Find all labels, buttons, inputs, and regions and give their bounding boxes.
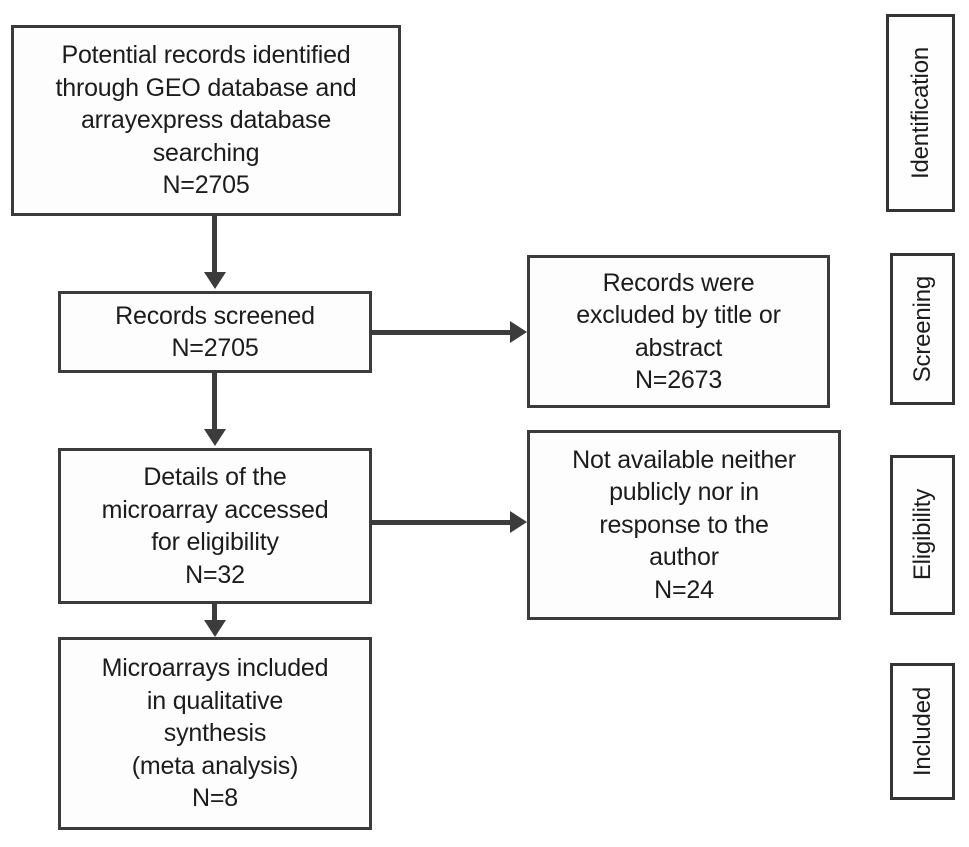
stage-label-identification: Identification bbox=[886, 14, 955, 212]
connector-screened-to-eligible-line bbox=[212, 373, 217, 431]
arrow-down-icon-screened-to-eligible bbox=[204, 429, 226, 446]
stage-label-eligibility: Eligibility bbox=[890, 455, 955, 615]
node-microarrays-included-text: Microarrays included in qualitative synt… bbox=[101, 654, 329, 813]
connector-screened-to-excluded-line bbox=[372, 330, 512, 335]
arrow-right-icon-eligible-to-unavailable bbox=[510, 511, 527, 533]
stage-label-screening: Screening bbox=[890, 253, 955, 405]
connector-identified-to-screened-line bbox=[212, 216, 217, 274]
node-records-screened-text: Records screened N=2705 bbox=[115, 301, 315, 363]
stage-label-eligibility-text: Eligibility bbox=[908, 489, 936, 581]
node-details-eligibility[interactable]: Details of the microarray accessed for e… bbox=[58, 448, 372, 604]
stage-label-screening-text: Screening bbox=[908, 275, 936, 383]
stage-label-included: Included bbox=[890, 663, 955, 800]
arrow-right-icon-screened-to-excluded bbox=[510, 321, 527, 343]
node-records-identified-text: Potential records identified through GEO… bbox=[55, 41, 357, 200]
stage-label-included-text: Included bbox=[908, 686, 936, 777]
node-records-identified[interactable]: Potential records identified through GEO… bbox=[11, 25, 401, 216]
node-records-screened[interactable]: Records screened N=2705 bbox=[58, 291, 372, 373]
node-records-excluded[interactable]: Records were excluded by title or abstra… bbox=[527, 255, 830, 408]
node-not-available[interactable]: Not available neither publicly nor in re… bbox=[527, 430, 841, 620]
arrow-down-icon-identified-to-screened bbox=[204, 272, 226, 289]
node-microarrays-included[interactable]: Microarrays included in qualitative synt… bbox=[58, 637, 372, 830]
arrow-down-icon-eligible-to-included bbox=[204, 620, 226, 637]
node-details-eligibility-text: Details of the microarray accessed for e… bbox=[101, 463, 329, 589]
node-not-available-text: Not available neither publicly nor in re… bbox=[572, 445, 796, 604]
connector-eligible-to-included-line bbox=[212, 604, 217, 622]
stage-label-identification-text: Identification bbox=[906, 47, 934, 179]
connector-eligible-to-unavailable-line bbox=[372, 520, 512, 525]
node-records-excluded-text: Records were excluded by title or abstra… bbox=[576, 268, 781, 395]
